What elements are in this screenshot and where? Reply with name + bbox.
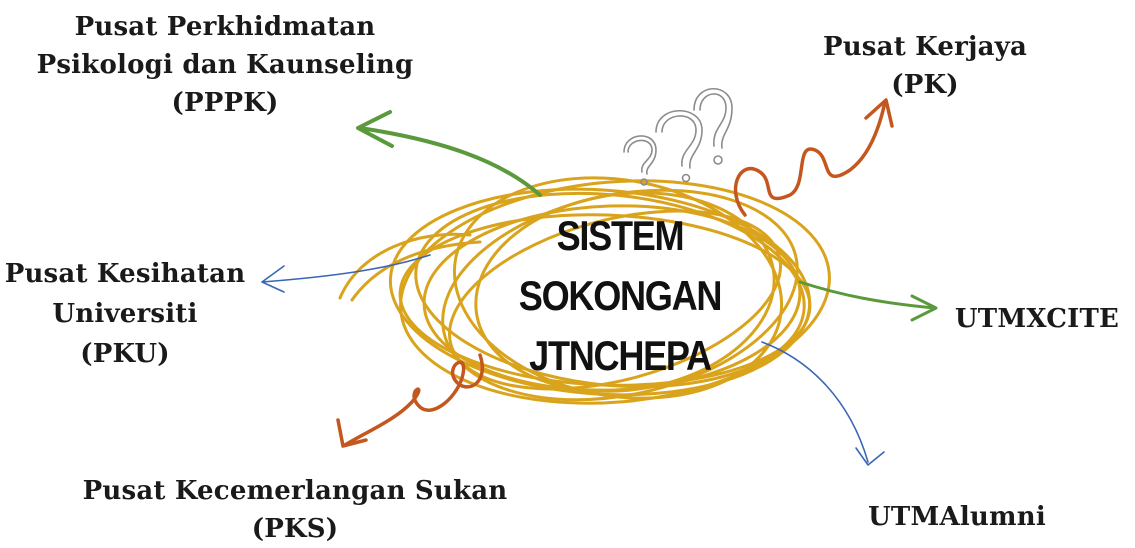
node-pku-line-1: Pusat Kesihatan — [4, 259, 246, 289]
node-pppk-line-1: Pusat Perkhidmatan — [74, 12, 376, 42]
node-pks: Pusat Kecemerlangan Sukan (PKS) — [80, 472, 510, 548]
arrow-pks — [336, 353, 484, 448]
node-pk-line-2: (PK) — [891, 70, 959, 100]
question-marks-icon — [623, 87, 733, 186]
center-title-line-3: JTNCHEPA — [529, 332, 712, 379]
node-pks-line-1: Pusat Kecemerlangan Sukan — [82, 476, 508, 506]
node-utmxcite: UTMXCITE — [944, 300, 1130, 338]
node-utmxcite-line-1: UTMXCITE — [954, 304, 1120, 334]
node-pks-line-2: (PKS) — [251, 514, 339, 544]
node-utmalumni: UTMAlumni — [852, 498, 1062, 536]
center-title-line-1: SISTEM — [556, 212, 685, 259]
arrow-pppk — [356, 110, 542, 197]
node-pk: Pusat Kerjaya (PK) — [810, 28, 1040, 104]
center-title-line-2: SOKONGAN — [518, 272, 723, 319]
arrow-pk — [733, 98, 894, 217]
node-pppk: Pusat Perkhidmatan Psikologi dan Kaunsel… — [30, 8, 420, 122]
node-pppk-line-3: (PPPK) — [171, 88, 279, 118]
center-title: SISTEM SOKONGAN JTNCHEPA — [491, 206, 749, 386]
node-pk-line-1: Pusat Kerjaya — [822, 32, 1028, 62]
arrow-utmxcite — [798, 280, 938, 322]
node-utmalumni-line-1: UTMAlumni — [868, 502, 1046, 532]
arrow-pku — [261, 254, 431, 293]
node-pku-line-3: (PKU) — [80, 339, 170, 369]
node-pppk-line-2: Psikologi dan Kaunseling — [36, 50, 414, 80]
arrow-utmalumni — [761, 341, 885, 466]
node-pku: Pusat Kesihatan Universiti (PKU) — [0, 254, 250, 374]
node-pku-line-2: Universiti — [52, 299, 198, 329]
scribble-tangle — [338, 176, 831, 405]
